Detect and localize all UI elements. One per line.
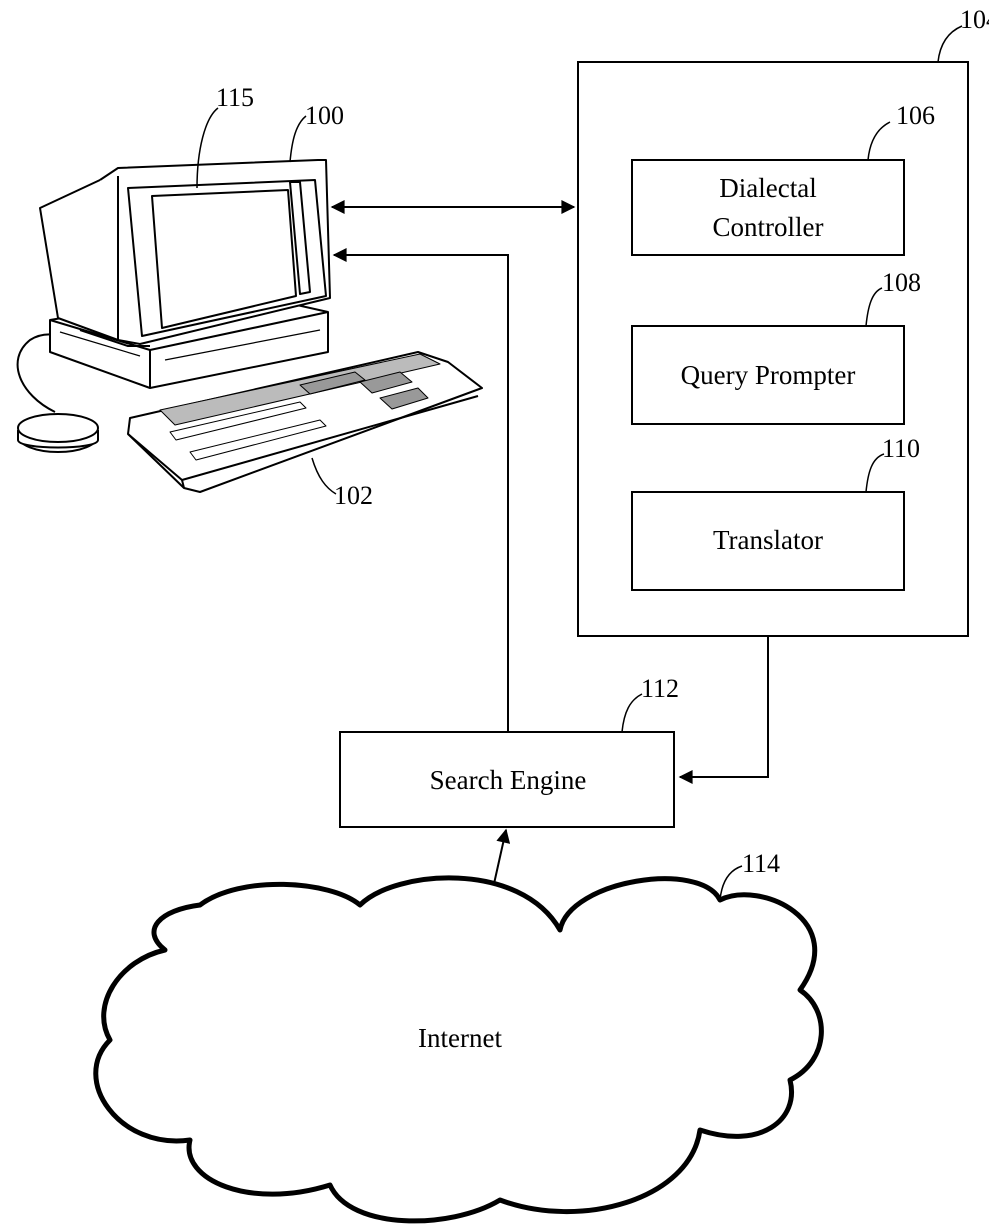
ref-115: 115 (216, 83, 254, 112)
system-box (577, 61, 969, 637)
leader-108 (865, 287, 883, 327)
ref-104: 104 (960, 5, 989, 34)
ref-110: 110 (882, 434, 920, 463)
internet-cloud (93, 875, 824, 1224)
leader-114 (719, 865, 743, 901)
leader-104 (937, 25, 963, 63)
ref-114: 114 (742, 849, 780, 878)
monitor-icon (39, 159, 331, 347)
ref-102: 102 (334, 481, 373, 510)
dialectal-controller-label-line2: Controller (713, 212, 824, 242)
translator-box (631, 491, 905, 591)
ref-106: 106 (896, 101, 935, 130)
display-screen (151, 189, 297, 329)
ref-100: 100 (305, 101, 344, 130)
leader-106 (867, 121, 891, 161)
search-engine-label: Search Engine (430, 765, 587, 795)
ref-112: 112 (641, 674, 679, 703)
computer-illustration (16, 159, 483, 493)
ref-108: 108 (882, 268, 921, 297)
leader-100 (289, 115, 307, 163)
query-prompter-box (631, 325, 905, 425)
search-engine-box (339, 731, 675, 828)
dialectal-controller-box (631, 159, 905, 256)
system-to-search-engine-arrow (678, 636, 769, 784)
leader-115 (196, 107, 219, 189)
search-engine-to-computer-arrow (332, 248, 509, 732)
translator-label: Translator (713, 525, 823, 555)
dialectal-controller-label-line1: Dialectal (719, 173, 816, 203)
leader-112 (621, 693, 643, 733)
query-prompter-label: Query Prompter (681, 360, 856, 390)
leader-110 (865, 453, 885, 493)
keyboard-icon (127, 351, 483, 493)
leader-102 (311, 457, 337, 495)
mouse-icon (17, 413, 99, 453)
internet-label: Internet (418, 1023, 502, 1053)
